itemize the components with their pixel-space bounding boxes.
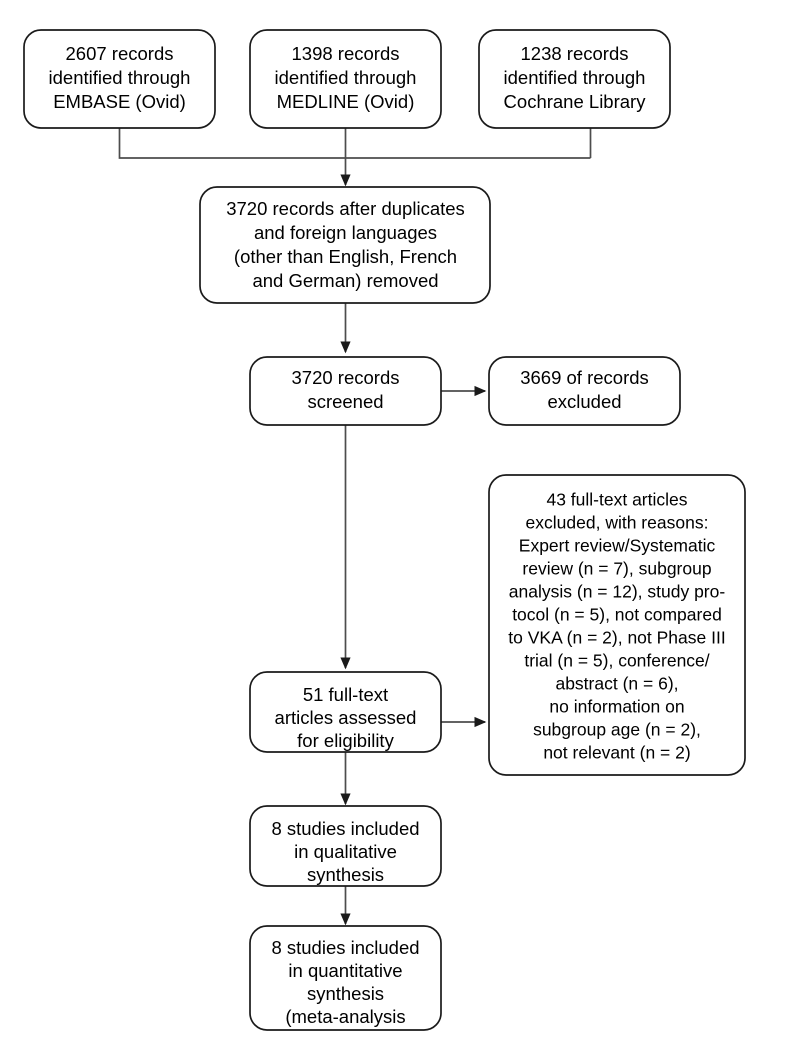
connectors (118, 128, 592, 926)
node-source-embase[interactable]: 2607 records identified through EMBASE (… (23, 29, 216, 129)
records-screened-box[interactable] (249, 356, 442, 426)
qualitative-line-3: synthesis (307, 864, 384, 885)
fulltext-excluded-line-6: tocol (n = 5), not compared (512, 605, 722, 625)
source-embase-line-2: identified through (49, 67, 191, 88)
eligibility-line-2: articles assessed (275, 707, 417, 728)
source-medline-box[interactable] (249, 29, 442, 129)
full-text-excluded-box[interactable] (488, 474, 746, 776)
node-full-text-excluded[interactable]: 43 full-text articles excluded, with rea… (488, 474, 746, 776)
fulltext-excluded-line-12: not relevant (n = 2) (543, 743, 690, 763)
screened-line-1: 3720 records (292, 367, 400, 388)
fulltext-excluded-line-4: review (n = 7), subgroup (522, 559, 711, 579)
eligibility-line-1: 51 full-text (303, 684, 388, 705)
source-embase-line-3: EMBASE (Ovid) (53, 91, 186, 112)
source-cochrane-line-3: Cochrane Library (504, 91, 647, 112)
node-source-cochrane[interactable]: 1238 records identified through Cochrane… (478, 29, 671, 129)
dedup-line-3: (other than English, French (234, 246, 457, 267)
node-source-medline[interactable]: 1398 records identified through MEDLINE … (249, 29, 442, 129)
fulltext-excluded-line-5: analysis (n = 12), study pro- (509, 582, 726, 602)
node-records-after-duplicates[interactable]: 3720 records after duplicates and foreig… (199, 186, 491, 304)
quantitative-line-1: 8 studies included (271, 937, 419, 958)
node-included-qualitative[interactable]: 8 studies included in qualitative synthe… (249, 805, 442, 887)
node-included-quantitative[interactable]: 8 studies included in quantitative synth… (249, 925, 442, 1031)
qualitative-line-2: in qualitative (294, 841, 397, 862)
node-records-excluded[interactable]: 3669 of records excluded (488, 356, 681, 426)
dedup-line-4: and German) removed (252, 270, 438, 291)
source-cochrane-line-2: identified through (504, 67, 646, 88)
source-embase-box[interactable] (23, 29, 216, 129)
source-embase-line-1: 2607 records (66, 43, 174, 64)
included-quantitative-box[interactable] (249, 925, 442, 1031)
source-medline-line-2: identified through (275, 67, 417, 88)
node-records-screened[interactable]: 3720 records screened (249, 356, 442, 426)
screened-line-2: screened (307, 391, 383, 412)
dedup-line-2: and foreign languages (254, 222, 437, 243)
source-cochrane-box[interactable] (478, 29, 671, 129)
fulltext-excluded-line-8: trial (n = 5), conference/ (524, 651, 709, 671)
full-text-assessed-box[interactable] (249, 671, 442, 753)
node-full-text-assessed[interactable]: 51 full-text articles assessed for eligi… (249, 671, 442, 753)
fulltext-excluded-line-11: subgroup age (n = 2), (533, 720, 701, 740)
fulltext-excluded-line-7: to VKA (n = 2), not Phase III (508, 628, 725, 648)
dedup-line-1: 3720 records after duplicates (226, 198, 465, 219)
connector-embase-to-bus (118, 128, 591, 159)
source-medline-line-1: 1398 records (292, 43, 400, 64)
fulltext-excluded-line-1: 43 full-text articles (546, 490, 687, 510)
qualitative-line-1: 8 studies included (271, 818, 419, 839)
screen-excluded-line-1: 3669 of records (520, 367, 649, 388)
quantitative-line-4: (meta-analysis (285, 1006, 405, 1027)
source-medline-line-3: MEDLINE (Ovid) (277, 91, 415, 112)
quantitative-line-3: synthesis (307, 983, 384, 1004)
fulltext-excluded-line-2: excluded, with reasons: (526, 513, 709, 533)
records-after-duplicates-box[interactable] (199, 186, 491, 304)
included-qualitative-box[interactable] (249, 805, 442, 887)
fulltext-excluded-line-3: Expert review/Systematic (519, 536, 716, 556)
quantitative-line-2: in quantitative (288, 960, 402, 981)
fulltext-excluded-line-10: no information on (549, 697, 684, 717)
fulltext-excluded-line-9: abstract (n = 6), (555, 674, 678, 694)
source-cochrane-line-1: 1238 records (521, 43, 629, 64)
eligibility-line-3: for eligibility (297, 730, 394, 751)
screen-excluded-line-2: excluded (547, 391, 621, 412)
records-excluded-box[interactable] (488, 356, 681, 426)
